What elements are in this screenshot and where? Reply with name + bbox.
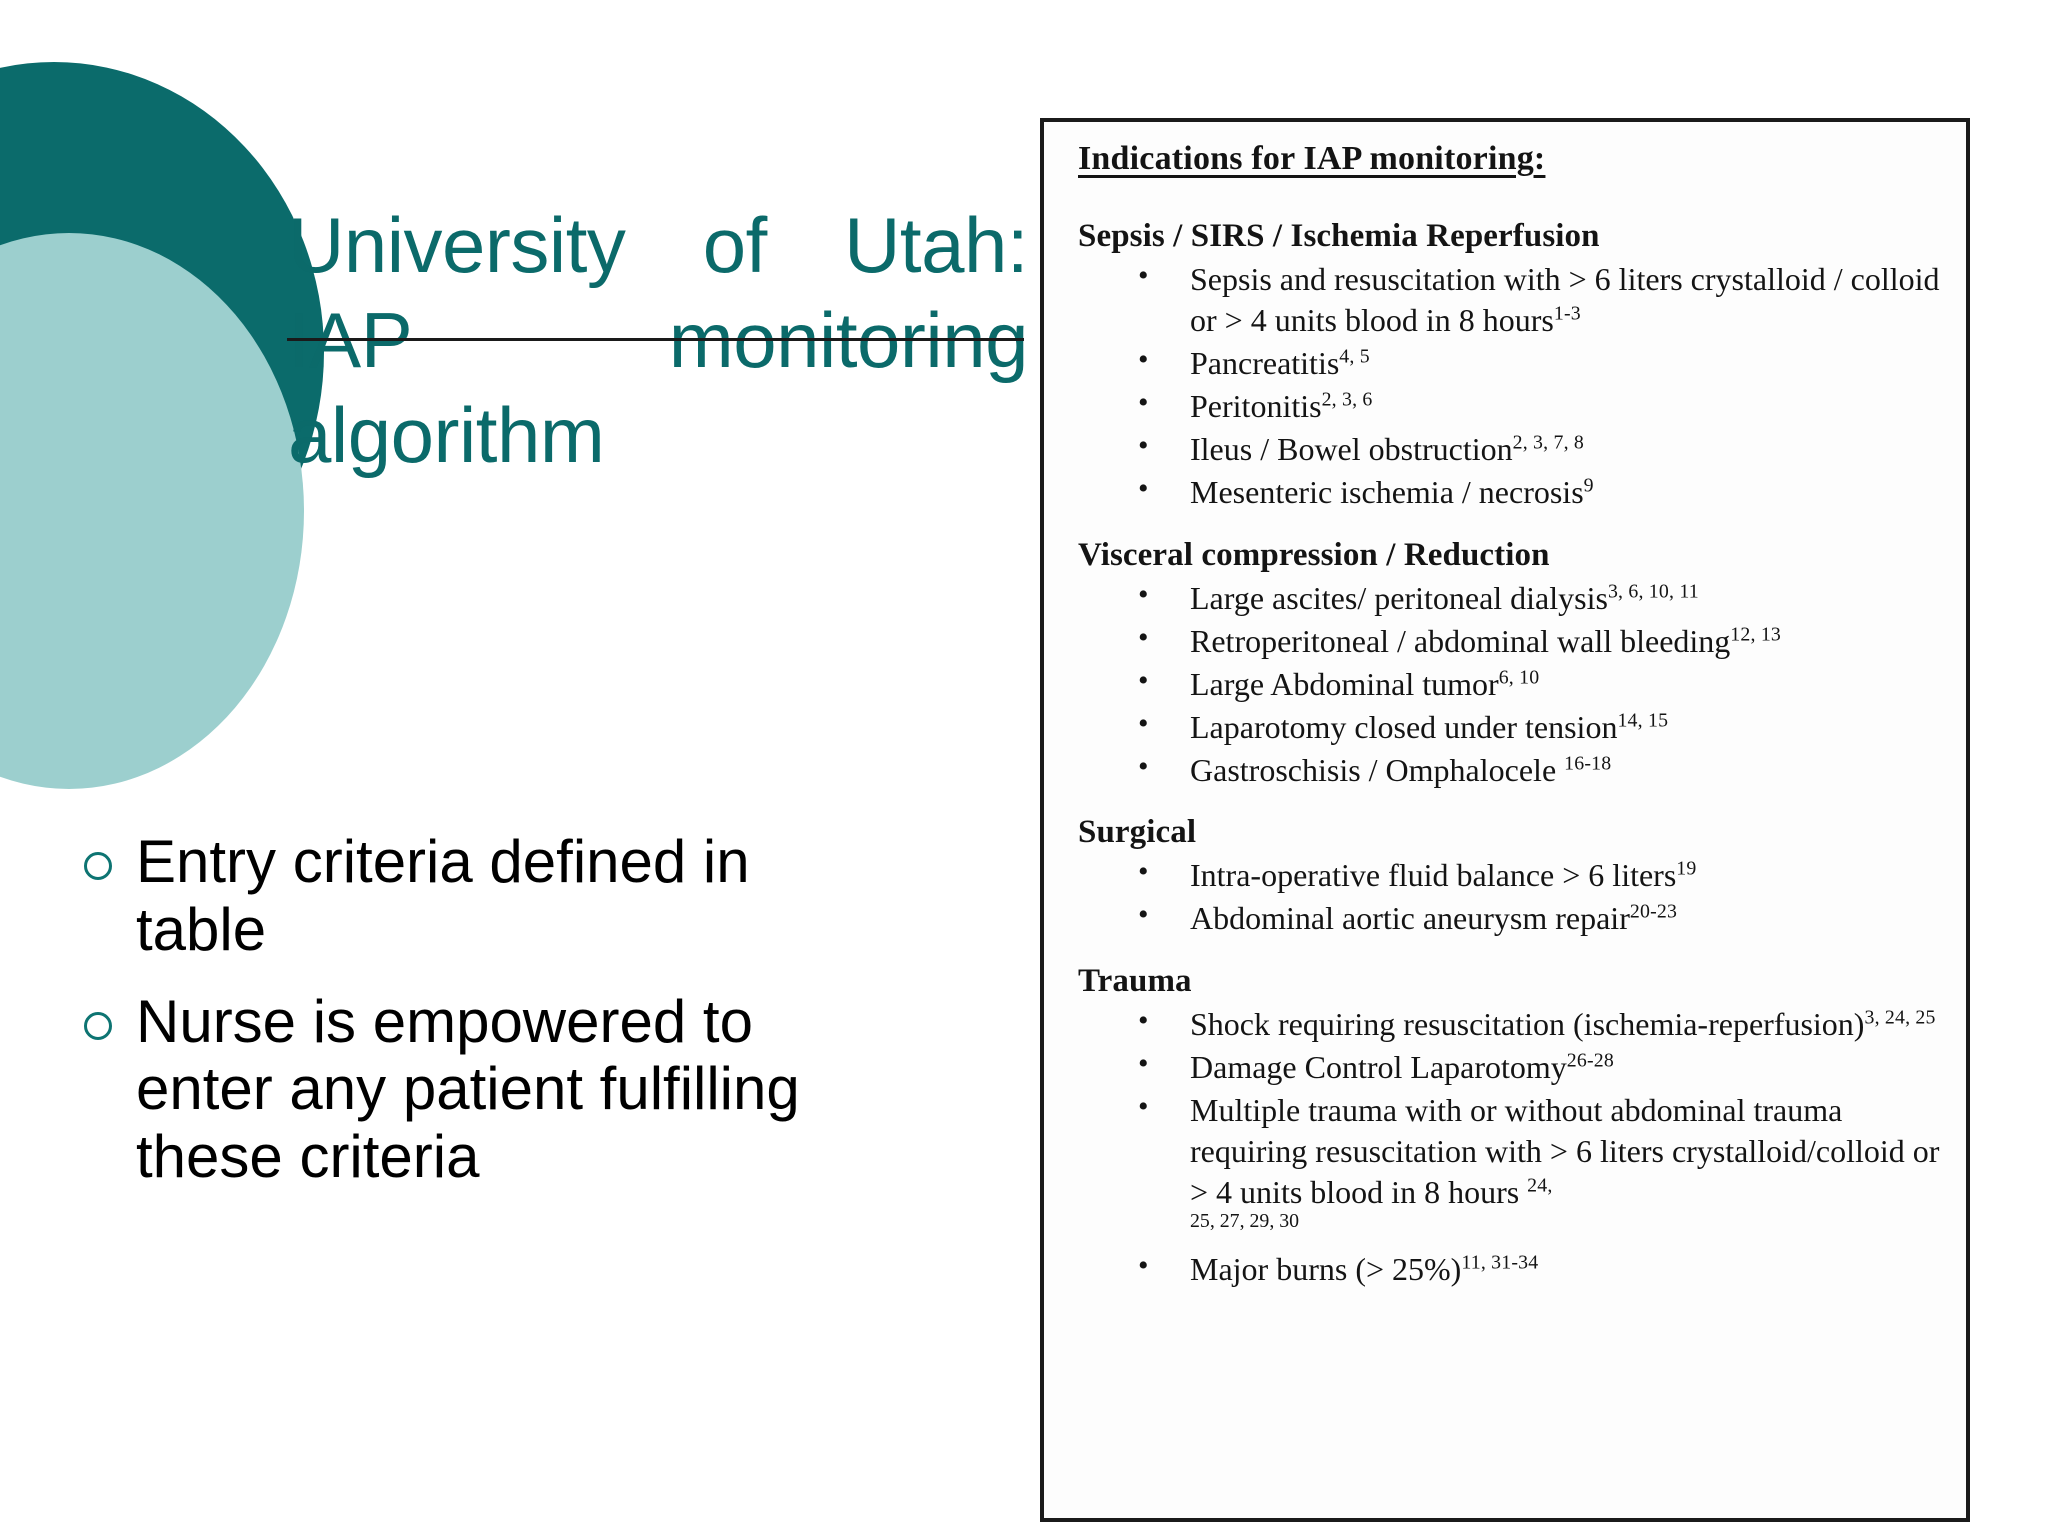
document-list-item: Laparotomy closed under tension14, 15 xyxy=(1078,705,1940,748)
document-section: TraumaShock requiring resuscitation (isc… xyxy=(1078,963,1940,1290)
list-item-label: Nurse is empowered to enter any patient … xyxy=(136,987,800,1191)
document-list-item-label: Mesenteric ischemia / necrosis xyxy=(1190,473,1584,510)
document-bullet-list: Large ascites/ peritoneal dialysis3, 6, … xyxy=(1078,576,1940,791)
reference-continuation: 25, 27, 29, 30 xyxy=(1190,1210,1300,1233)
document-section-heading: Sepsis / SIRS / Ischemia Reperfusion xyxy=(1078,218,1600,254)
circle-bullet-icon xyxy=(84,852,112,880)
document-section: Visceral compression / ReductionLarge as… xyxy=(1078,537,1940,791)
reference-superscript: 2, 3, 7, 8 xyxy=(1512,431,1585,454)
reference-superscript: 26-28 xyxy=(1566,1049,1615,1072)
reference-superscript: 11, 31-34 xyxy=(1461,1251,1539,1274)
document-list-item: Mesenteric ischemia / necrosis9 xyxy=(1078,470,1940,513)
document-list-item-label: Intra-operative fluid balance > 6 liters xyxy=(1190,857,1677,894)
document-list-item: Intra-operative fluid balance > 6 liters… xyxy=(1078,853,1940,896)
document-list-item: Shock requiring resuscitation (ischemia-… xyxy=(1078,1002,1940,1045)
document-list-item-label: Laparotomy closed under tension xyxy=(1190,708,1618,745)
document-heading: Indications for IAP monitoring: xyxy=(1078,140,1546,177)
document-list-item-label: Multiple trauma with or without abdomina… xyxy=(1190,1092,1940,1211)
document-list-item: Ileus / Bowel obstruction2, 3, 7, 8 xyxy=(1078,427,1940,470)
document-list-item: Damage Control Laparotomy26-28 xyxy=(1078,1045,1940,1088)
document-list-item: Large ascites/ peritoneal dialysis3, 6, … xyxy=(1078,576,1940,619)
document-section-heading: Trauma xyxy=(1078,963,1192,1000)
title-underline-rule xyxy=(287,338,1024,341)
document-list-item-label: Major burns (> 25%) xyxy=(1190,1250,1462,1287)
reference-superscript: 9 xyxy=(1583,474,1594,497)
document-list-item-label: Retroperitoneal / abdominal wall bleedin… xyxy=(1190,622,1731,659)
reference-superscript: 14, 15 xyxy=(1617,708,1669,731)
document-list-item-label: Damage Control Laparotomy xyxy=(1190,1049,1567,1086)
reference-superscript: 24, xyxy=(1527,1174,1553,1197)
document-list-item-label: Pancreatitis xyxy=(1190,344,1340,381)
document-bullet-list: Shock requiring resuscitation (ischemia-… xyxy=(1078,1002,1940,1290)
reference-superscript: 12, 13 xyxy=(1730,623,1782,646)
document-list-item-label: Gastroschisis / Omphalocele xyxy=(1190,751,1565,788)
document-bullet-list: Intra-operative fluid balance > 6 liters… xyxy=(1078,853,1940,939)
scanned-document-figure: Indications for IAP monitoring: Sepsis /… xyxy=(1040,118,1970,1522)
document-section-heading: Visceral compression / Reduction xyxy=(1078,536,1550,573)
document-section-heading: Surgical xyxy=(1078,814,1197,851)
document-list-item: Retroperitoneal / abdominal wall bleedin… xyxy=(1078,619,1940,662)
list-item-label: Entry criteria defined in table xyxy=(136,828,750,963)
list-item: Entry criteria defined in table xyxy=(84,828,934,964)
reference-superscript: 3, 6, 10, 11 xyxy=(1607,580,1699,603)
reference-superscript: 3, 24, 25 xyxy=(1864,1006,1936,1029)
document-list-item: Major burns (> 25%)11, 31-34 xyxy=(1078,1247,1940,1290)
document-list-item-label: Peritonitis xyxy=(1190,387,1322,424)
document-bullet-list: Sepsis and resuscitation with > 6 liters… xyxy=(1078,257,1940,513)
reference-superscript: 2, 3, 6 xyxy=(1321,388,1373,411)
document-list-item: Multiple trauma with or without abdomina… xyxy=(1078,1088,1940,1247)
document-list-item-label: Abdominal aortic aneurysm repair xyxy=(1190,900,1630,937)
reference-superscript: 16-18 xyxy=(1564,751,1612,774)
document-section: SurgicalIntra-operative fluid balance > … xyxy=(1078,814,1940,939)
reference-superscript: 6, 10 xyxy=(1498,665,1540,688)
document-section: Sepsis / SIRS / Ischemia ReperfusionSeps… xyxy=(1078,218,1940,513)
document-list-item: Abdominal aortic aneurysm repair20-23 xyxy=(1078,896,1940,939)
document-list-item-label: Sepsis and resuscitation with > 6 liters… xyxy=(1190,261,1940,338)
spacer xyxy=(1190,1233,1940,1247)
document-list-item-label: Shock requiring resuscitation (ischemia-… xyxy=(1190,1006,1865,1043)
document-list-item-label: Large ascites/ peritoneal dialysis xyxy=(1190,579,1608,616)
reference-superscript: 1-3 xyxy=(1553,302,1581,325)
document-list-item: Sepsis and resuscitation with > 6 liters… xyxy=(1078,257,1940,341)
document-list-item: Peritonitis2, 3, 6 xyxy=(1078,384,1940,427)
document-list-item: Gastroschisis / Omphalocele 16-18 xyxy=(1078,748,1940,791)
document-list-item: Pancreatitis4, 5 xyxy=(1078,341,1940,384)
circle-bullet-icon xyxy=(84,1011,112,1040)
document-list-item-label: Ileus / Bowel obstruction xyxy=(1190,430,1513,467)
document-list-item: Large Abdominal tumor6, 10 xyxy=(1078,662,1940,705)
reference-superscript: 19 xyxy=(1676,857,1697,880)
reference-superscript: 20-23 xyxy=(1629,900,1678,923)
document-sections: Sepsis / SIRS / Ischemia ReperfusionSeps… xyxy=(1078,218,1940,1290)
reference-superscript: 4, 5 xyxy=(1339,345,1370,368)
document-list-item-label: Large Abdominal tumor xyxy=(1190,665,1499,702)
list-item: Nurse is empowered to enter any patient … xyxy=(84,988,934,1191)
